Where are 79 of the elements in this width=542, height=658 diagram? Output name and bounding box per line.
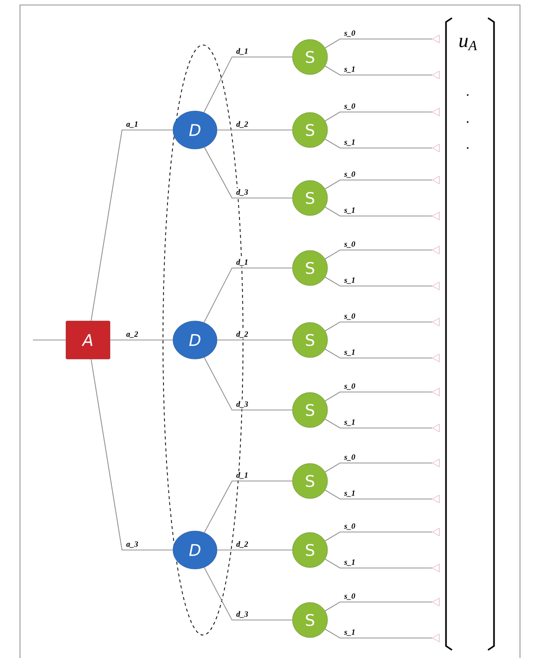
edge-label: d_1 [235, 258, 250, 267]
connector-line [324, 348, 432, 358]
edge-label: s_0 [343, 382, 356, 391]
edge-label: s_1 [343, 348, 356, 357]
connector-line [90, 358, 174, 550]
terminal-triangle [432, 108, 440, 116]
ellipsis-dot: . [466, 147, 468, 149]
terminal-triangle [432, 458, 440, 468]
connector-line [204, 268, 293, 323]
edge-label: s_1 [343, 558, 356, 567]
edge-label: s_0 [343, 522, 356, 531]
vector-label: u$_{A}$ [459, 38, 478, 50]
edge-label: s_1 [343, 489, 356, 498]
edge-label: s_0 [343, 29, 356, 38]
terminal-triangle [432, 70, 440, 80]
edge-label: s_0 [343, 312, 356, 321]
connector-line [324, 112, 432, 122]
edge-label: d_2 [235, 120, 250, 129]
terminal-triangle [432, 282, 440, 290]
terminal-triangle [432, 176, 440, 184]
connector-line [204, 480, 293, 533]
edge-label: s_0 [343, 453, 356, 462]
edge-label: s_0 [343, 240, 356, 249]
terminal-triangle [432, 494, 440, 504]
edge-label: a_1 [125, 120, 140, 129]
terminal-triangle [432, 388, 440, 396]
terminal-triangle [432, 634, 440, 642]
edge-label: s_0 [343, 102, 356, 111]
edge-label: d_3 [235, 400, 250, 409]
edge-label: s_1 [343, 418, 356, 427]
terminal-triangle [432, 564, 440, 572]
connector-line [324, 250, 432, 260]
terminal-triangle [432, 212, 440, 220]
edge-label: d_3 [235, 188, 250, 197]
edge-label: a_2 [125, 330, 140, 339]
terminal-triangle [432, 528, 440, 536]
connector-line [90, 130, 174, 322]
edge-label: s_1 [343, 138, 356, 147]
terminal-triangle [432, 318, 440, 326]
ellipsis-dot: . [466, 94, 468, 96]
connector-line [204, 146, 293, 198]
terminal-triangle [432, 144, 440, 152]
terminal-triangle [432, 424, 440, 432]
edge-label: s_0 [343, 170, 356, 179]
connector-line [204, 567, 293, 620]
edge-label: d_1 [235, 471, 250, 480]
terminal-triangle [432, 598, 440, 606]
edge-label: d_2 [235, 330, 250, 339]
edge-label: d_2 [235, 540, 250, 549]
connector-line [324, 558, 432, 568]
connector-line [324, 276, 432, 286]
terminal-triangle [432, 354, 440, 362]
connector-line [324, 418, 432, 428]
edge-label: d_1 [235, 47, 250, 56]
connector-line [324, 38, 432, 48]
connector-line [324, 138, 432, 148]
connector-line [324, 322, 432, 332]
edge-label: s_1 [343, 628, 356, 637]
connector-line [324, 180, 432, 190]
connector-line [204, 56, 293, 113]
terminal-triangle [432, 246, 440, 254]
connector-line [324, 66, 432, 76]
edge-label: s_0 [343, 592, 356, 601]
decision-box: A [66, 320, 110, 360]
ellipsis-dot: . [466, 121, 468, 123]
edge-label: a_3 [125, 540, 140, 549]
edge-label: s_1 [343, 276, 356, 285]
terminal-triangle [432, 34, 440, 44]
edge-label: d_3 [235, 610, 250, 619]
edge-label: s_1 [343, 206, 356, 215]
connector-line [324, 462, 432, 472]
connector-line [324, 628, 432, 638]
connector-line [324, 532, 432, 542]
connector-line [324, 490, 432, 500]
connector-line [324, 602, 432, 612]
connector-line [324, 206, 432, 216]
connector-line [204, 357, 293, 410]
connector-line [324, 392, 432, 402]
edge-label: s_1 [343, 65, 356, 74]
